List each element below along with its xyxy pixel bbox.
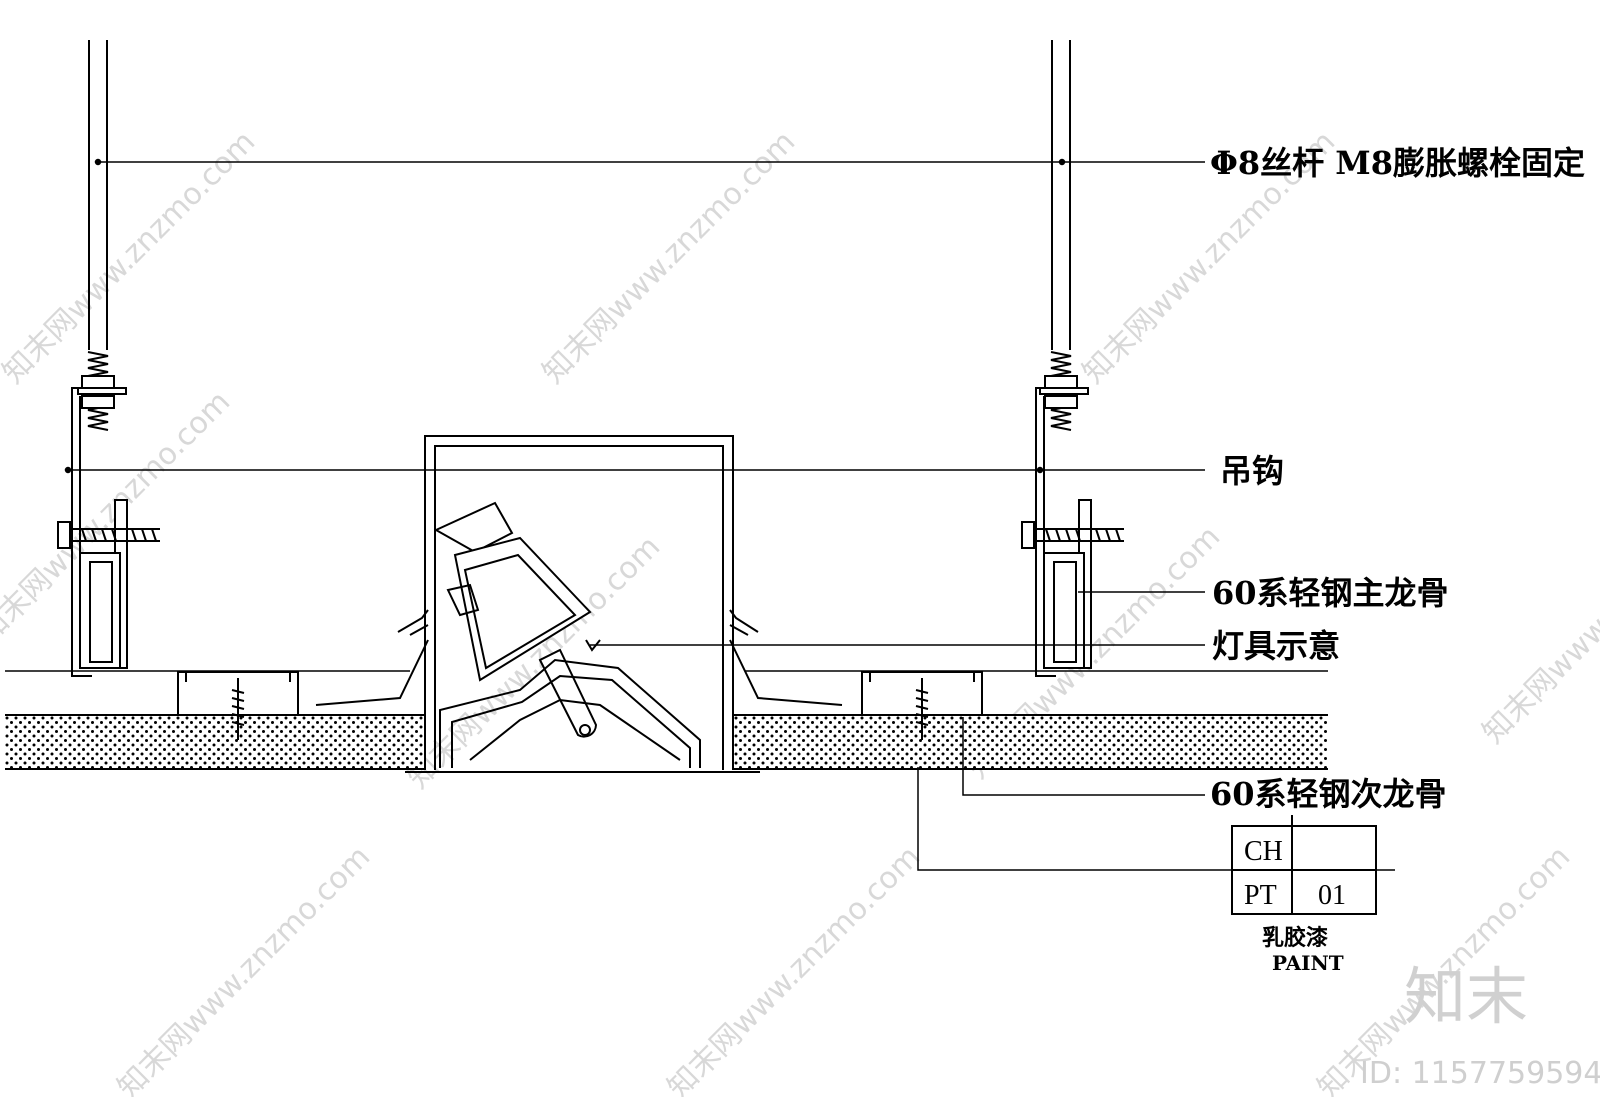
finish-row2-code: PT — [1244, 880, 1277, 911]
watermark-text: 知末网www.znzmo.com — [111, 839, 377, 1097]
watermark-text: 知末网www.znzmo.com — [661, 839, 927, 1097]
logo-id: ID: 1157759594 — [1360, 1056, 1600, 1091]
finish-material-en: PAINT — [1272, 951, 1344, 975]
screw — [231, 678, 245, 740]
annotation-labels: Φ8丝杆 M8膨胀螺栓固定 吊钩 60系轻钢主龙骨 灯具示意 60系轻钢次龙骨 — [1210, 144, 1585, 813]
secondary-keel — [177, 671, 299, 715]
label-threaded-rod: Φ8丝杆 M8膨胀螺栓固定 — [1210, 144, 1585, 182]
fixture-housing — [424, 435, 734, 770]
nut — [81, 375, 115, 389]
label-main-keel: 60系轻钢主龙骨 — [1212, 574, 1449, 612]
secondary-keels — [177, 671, 983, 740]
nut — [81, 395, 115, 409]
screw — [915, 678, 929, 740]
main-keel-channel — [1043, 552, 1085, 669]
site-logo: 知末 ID: 1157759594 — [1360, 960, 1600, 1091]
left-suspension-assembly — [57, 40, 160, 677]
finish-code-table: CH PT 01 乳胶漆 PAINT — [1231, 815, 1377, 975]
finish-row1-code: CH — [1244, 836, 1283, 867]
label-sub-keel: 60系轻钢次龙骨 — [1210, 775, 1447, 813]
label-hanger: 吊钩 — [1220, 452, 1284, 490]
ceiling-board — [5, 714, 1328, 773]
spring-clip-right — [729, 609, 843, 706]
bolt-thread — [70, 528, 160, 542]
right-suspension-assembly — [1021, 40, 1124, 677]
watermark-text: 知末网www.znzmo.com — [536, 124, 802, 390]
washer — [77, 387, 127, 395]
washer — [1039, 387, 1089, 395]
spring-clip-left — [315, 609, 429, 706]
leader-lines — [64, 158, 1395, 871]
bolt-head — [1021, 521, 1035, 549]
lamp-body — [433, 501, 514, 554]
logo-text: 知末 — [1404, 960, 1528, 1033]
bolt-thread — [1034, 528, 1124, 542]
watermark-text: 知末网www.znzmo.com — [0, 124, 262, 390]
nut — [1044, 375, 1078, 389]
downlight-fixture — [315, 435, 843, 770]
nut — [1044, 395, 1078, 409]
finish-material-cn: 乳胶漆 — [1262, 925, 1328, 951]
main-keel-channel — [79, 552, 121, 669]
lamp-reflector — [453, 536, 592, 682]
pivot-arm — [538, 648, 598, 738]
finish-row2-number: 01 — [1318, 880, 1346, 911]
label-fixture: 灯具示意 — [1212, 627, 1340, 665]
bolt-head — [57, 521, 71, 549]
trim-ring — [439, 658, 701, 768]
secondary-keel — [861, 671, 983, 715]
lamp-bracket — [446, 583, 480, 617]
watermark-text: 知末网www.znzmo.com — [1476, 484, 1600, 750]
